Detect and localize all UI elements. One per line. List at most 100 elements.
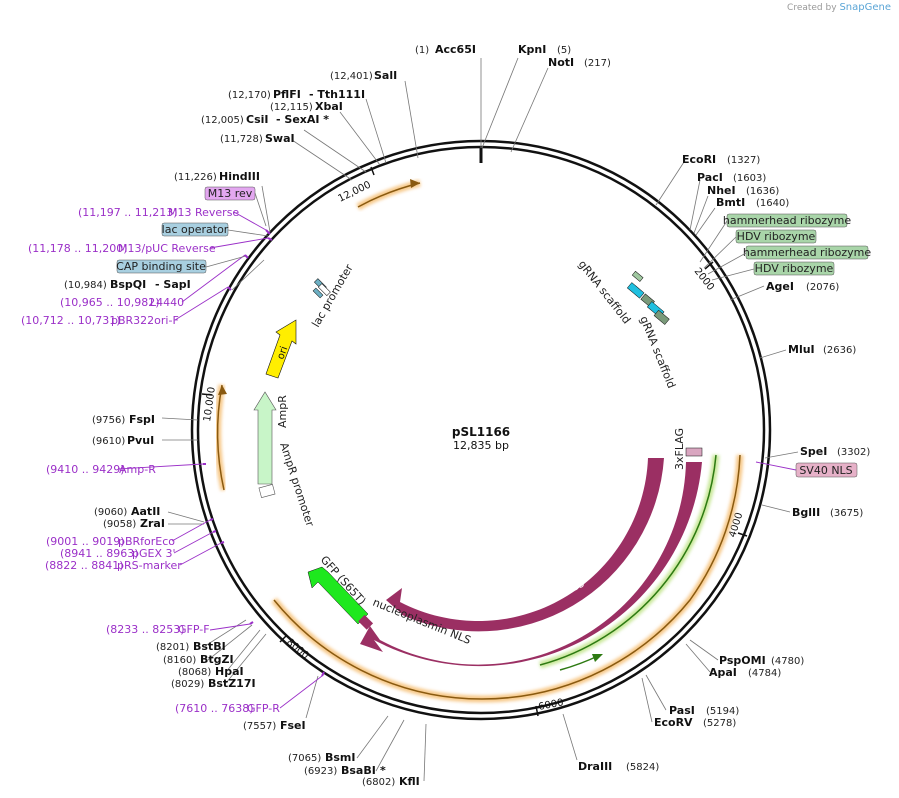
enz-bglii: BglII <box>792 506 820 519</box>
enz-sali: SalI <box>374 69 397 82</box>
enz-acc65i: Acc65I <box>435 43 476 56</box>
box-label-m13rev: M13 rev <box>208 187 253 200</box>
enz-sapi: - SapI <box>155 278 191 291</box>
enz-bstbi: BstBI <box>193 640 226 653</box>
box-leaders <box>205 192 755 281</box>
ampr-label: AmpR <box>276 395 289 428</box>
enz-csii: CsiI <box>246 113 268 126</box>
box-label-hammerhead-2: hammerhead ribozyme <box>743 246 871 259</box>
tick-8000: 8000 <box>284 637 311 662</box>
enz-spei: SpeI <box>800 445 827 458</box>
enz-fspi: FspI <box>129 413 155 426</box>
enz-pasi: PasI <box>669 704 695 717</box>
box-label-hdv-1: HDV ribozyme <box>737 230 816 243</box>
nls-block <box>358 614 374 630</box>
enz-bsmi: BsmI <box>325 751 356 764</box>
primer-range-pgex3: (8941 .. 8963) <box>60 547 139 560</box>
enz-pos-csii: (12,005) <box>201 115 244 126</box>
enz-pos-acc65i: (1) <box>415 45 429 56</box>
enz-pos-pspomi: (4780) <box>771 656 804 667</box>
cas9-arc-inner <box>386 458 664 632</box>
enz-pos-bstbi: (8201) <box>156 642 189 653</box>
enz-zrai: ZraI <box>140 517 165 530</box>
box-sv40-nls <box>795 462 858 478</box>
primer-range-gfp-f: (8233 .. 8253) <box>106 623 185 636</box>
enz-pos-btgzi: (8160) <box>163 655 196 666</box>
arrow-12000 <box>410 179 420 188</box>
ampr-promoter-block <box>258 483 276 499</box>
box-label-cap-site: CAP binding site <box>116 260 206 273</box>
primer-range-gfp-r: (7610 .. 7638) <box>175 702 254 715</box>
enz-pos-ecori: (1327) <box>727 155 760 166</box>
enz-bmti: BmtI <box>716 196 745 209</box>
enz-pos-zrai: (9058) <box>103 519 136 530</box>
box-hammerhead-2 <box>745 245 869 260</box>
enz-pos-fsei: (7557) <box>243 721 276 732</box>
primer-l4440: L4440 <box>150 296 184 309</box>
enz-pos-bsabi: (6923) <box>304 766 337 777</box>
enz-pos-apai: (4784) <box>748 668 781 679</box>
enz-pos-agei: (2076) <box>806 282 839 293</box>
enz-sexai: - SexAI * <box>276 113 329 126</box>
grna-blocks <box>626 270 670 325</box>
enz-pos-kpni: (5) <box>557 45 571 56</box>
enz-pos-paci: (1603) <box>733 173 766 184</box>
primer-range-amp-r: (9410 .. 9429) <box>46 463 125 476</box>
enz-pos-pvui: (9610) <box>92 436 125 447</box>
cas9-label-outer: Cas9 <box>564 617 594 640</box>
tick-2000: 2000 <box>692 266 716 293</box>
enz-pos-pflfi: (12,170) <box>228 90 271 101</box>
box-hammerhead-1 <box>726 213 848 228</box>
enz-pos-sali: (12,401) <box>330 71 373 82</box>
primer-amp-r: Amp-R <box>119 463 156 476</box>
primer-range-l4440: (10,965 .. 10,982) <box>60 296 160 309</box>
enz-hindiii: HindIII <box>219 170 260 183</box>
flag-block <box>685 447 703 457</box>
primer-gfp-f: GFP-F <box>178 623 210 636</box>
lac-promoter-label: lac promoter <box>309 262 356 330</box>
box-hdv-1 <box>735 229 817 244</box>
primer-gfp-r: GFP-R <box>247 702 280 715</box>
enz-pos-bsmi: (7065) <box>288 753 321 764</box>
credit-prefix: Created by <box>787 3 837 13</box>
enz-pos-bspqi: (10,984) <box>64 280 107 291</box>
enz-apai: ApaI <box>709 666 737 679</box>
ampr-promoter-label: AmpR promoter <box>277 441 317 529</box>
plasmid-name: pSL1166 <box>452 425 510 439</box>
ori-label: ori <box>275 345 290 361</box>
grna-scaffold-label-2: gRNA scaffold <box>637 314 678 390</box>
primer-leaders <box>117 211 797 709</box>
primer-pgex3: pGEX 3' <box>132 547 176 560</box>
plasmid-size: 12,835 bp <box>453 439 509 452</box>
enz-pos-ecorv: (5278) <box>703 718 736 729</box>
enz-pos-xbai: (12,115) <box>270 102 313 113</box>
arrow-green <box>592 654 603 662</box>
primer-range-prs-marker: (8822 .. 8841) <box>45 559 124 572</box>
enz-bsabi: BsaBI <box>341 764 376 777</box>
enz-pos-spei: (3302) <box>837 447 870 458</box>
primer-m13-reverse: M13 Reverse <box>168 206 239 219</box>
enz-pos-bglii: (3675) <box>830 508 863 519</box>
primer-pbrforeco: pBRforEco <box>118 535 175 548</box>
grna-scaffold-label-1: gRNA scaffold <box>576 258 633 326</box>
enz-pos-swai: (11,728) <box>220 134 263 145</box>
primer-pbr322ori-f: pBR322ori-F <box>111 314 179 327</box>
enz-paci: PacI <box>697 171 723 184</box>
snapgene-brand: SnapGene <box>839 2 891 13</box>
snapgene-credit: Created by SnapGene <box>787 2 891 13</box>
enz-kpni: KpnI <box>518 43 546 56</box>
enz-pos-hpai: (8068) <box>178 667 211 678</box>
box-label-lac-operator: lac operator <box>162 223 229 236</box>
primer-range-pbrforeco: (9001 .. 9019) <box>46 535 125 548</box>
feature-boxes: M13 rev lac operator CAP binding site ha… <box>116 186 871 478</box>
primer-range-pbr322ori-f: (10,712 .. 10,731) <box>21 314 121 327</box>
enz-pflfi: PflFI <box>273 88 301 101</box>
enz-xbai: XbaI <box>315 100 343 113</box>
enz-pos-fspi: (9756) <box>92 415 125 426</box>
enz-bsabi-star: * <box>380 764 386 777</box>
enz-ecori: EcoRI <box>682 153 716 166</box>
enz-bspqi: BspQI <box>110 278 146 291</box>
cas9-arc-outer <box>360 462 702 667</box>
lac-blocks <box>312 278 331 299</box>
